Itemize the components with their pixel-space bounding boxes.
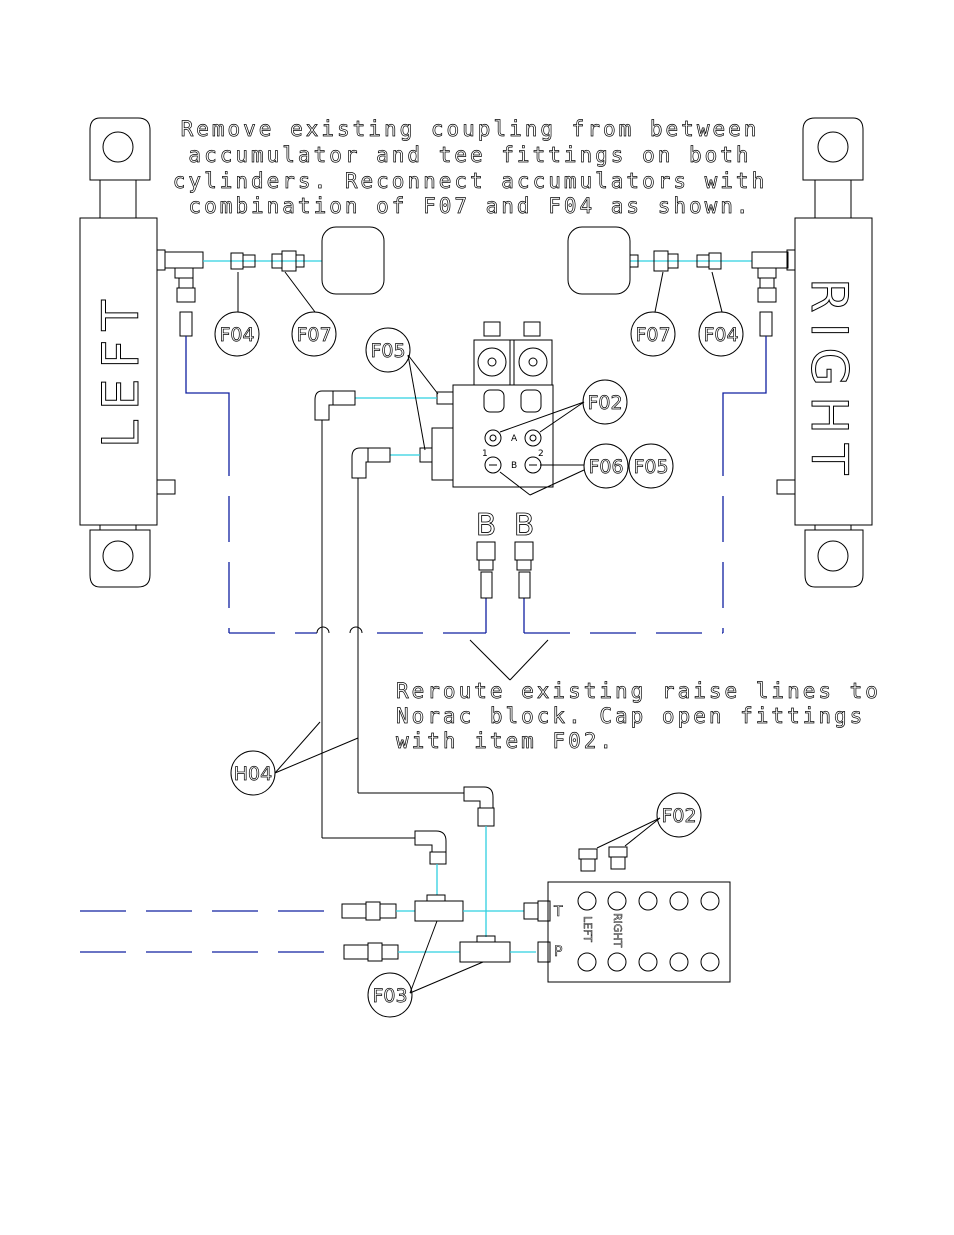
right-cylinder-label: RIGHT [800,278,858,484]
port-a-label: A [511,434,518,444]
manifold-port-t: T [553,904,563,920]
left-cylinder: LEFT [79,117,176,588]
b-port-fittings: B B [475,508,535,599]
callout-f04-left: F04 [214,311,260,357]
callout-f03: F03 [367,972,413,1018]
reroute-line-1: Reroute existing raise lines to [396,679,881,703]
callout-h04-text: H04 [234,763,272,785]
callout-f07-right: F07 [630,311,676,357]
note-line-1: Remove existing coupling from between [181,117,760,141]
callout-f07-right-text: F07 [635,324,670,346]
left-accumulator-line [164,226,385,430]
callout-f05-side-text: F05 [633,456,668,478]
manifold-port-p: P [554,944,562,960]
left-cylinder-label: LEFT [92,290,150,448]
accumulator-note: Remove existing coupling from between ac… [172,117,767,219]
note-line-4: combination of F07 and F04 as shown. [188,194,751,218]
callout-f02-block: F02 [582,379,628,425]
callout-f02-bottom: F02 [656,792,702,838]
manifold-block: T P LEFT RIGHT [547,846,731,983]
callout-f04-right: F04 [698,311,744,357]
callout-f04-right-text: F04 [703,324,738,346]
callout-f05-top-text: F05 [370,340,405,362]
port-b-label: B [511,461,517,471]
h04-hoses [314,390,495,937]
manifold-label-left: LEFT [581,916,594,942]
callout-f06-text: F06 [588,456,623,478]
callout-f07-left-text: F07 [296,324,331,346]
norac-valve-block: A B 1 2 [419,321,554,488]
callout-f05-side: F05 [628,443,674,489]
callout-f02-bottom-text: F02 [661,805,696,827]
manifold-label-right: RIGHT [611,913,624,948]
b-port-label-1: B [476,508,497,543]
callout-f04-left-text: F04 [219,324,254,346]
reroute-line-2: Norac block. Cap open fittings [396,704,865,728]
note-line-3: cylinders. Reconnect accumulators with [173,169,767,193]
callout-h04: H04 [230,750,276,796]
port-2-label: 2 [538,449,544,459]
raise-lines [228,430,724,634]
leader-lines [237,271,723,994]
callout-f02-block-text: F02 [587,392,622,414]
callout-f07-left: F07 [291,311,337,357]
note-line-2: accumulator and tee fittings on both [188,143,751,167]
callout-f05-top: F05 [365,327,411,373]
port-1-label: 1 [482,449,488,459]
callout-f06: F06 [583,443,629,489]
b-port-label-2: B [514,508,535,543]
callout-f03-text: F03 [372,985,407,1007]
right-cylinder: RIGHT [776,117,873,588]
reroute-line-3: with item F02. [396,729,615,753]
manifold-connections [80,894,551,963]
right-accumulator-line [567,226,789,430]
reroute-note: Reroute existing raise lines to Norac bl… [396,679,881,754]
